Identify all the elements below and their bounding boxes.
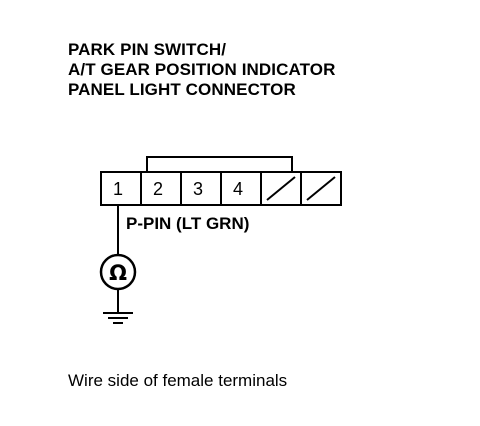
terminal-cells: 1 2 3 4 [113,172,336,205]
terminal-cell-4: 4 [220,172,243,205]
terminal-number: 4 [233,179,243,199]
ground-icon [103,289,133,324]
diagram-title: PARK PIN SWITCH/ A/T GEAR POSITION INDIC… [68,40,335,100]
terminal-cell-6 [300,172,336,205]
unused-terminal-slash [266,176,296,201]
terminal-cell-2: 2 [140,172,163,205]
title-line-1: PARK PIN SWITCH/ [68,40,227,59]
terminal-number: 2 [153,179,163,199]
terminal-number: 3 [193,179,203,199]
wire-label: P-PIN (LT GRN) [126,214,249,233]
connector-lock-tab [146,156,293,172]
ohmmeter-icon: Ω [99,253,137,291]
ohm-symbol: Ω [109,261,127,285]
unused-terminal-slash [306,176,336,201]
terminal-number: 1 [113,179,123,199]
title-line-2: A/T GEAR POSITION INDICATOR [68,60,336,79]
title-line-3: PANEL LIGHT CONNECTOR [68,80,296,99]
terminal-cell-3: 3 [180,172,203,205]
terminal-cell-5 [260,172,296,205]
diagram-caption: Wire side of female terminals [68,371,288,390]
terminal-cell-1: 1 [113,179,123,199]
